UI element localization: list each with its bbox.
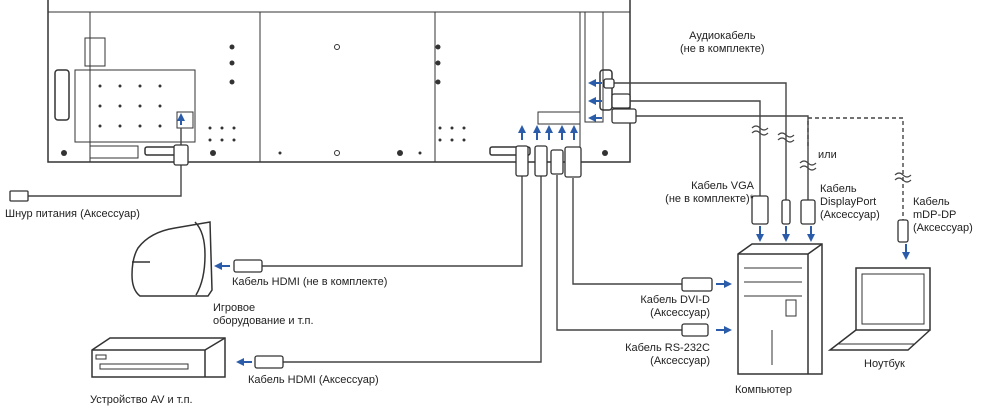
rs232c-plug-pc [681, 323, 709, 337]
power-plug-end [9, 190, 29, 202]
computer-tower [737, 243, 823, 375]
mdp-plug-notebook [897, 219, 909, 243]
vga-cable-label-line2: (не в комплекте)* [665, 193, 754, 205]
vga-cable-label: Кабель VGA (не в комплекте)* [630, 180, 754, 206]
power-plug [173, 144, 189, 166]
mdp-dp-cable-label-line2: mDP-DP [913, 209, 957, 221]
rs232c-plug-top [550, 149, 564, 175]
vga-plug-display [611, 93, 631, 109]
game-equipment-label-line1: Игровое [213, 302, 256, 314]
dvi-plug-pc [681, 277, 713, 292]
hdmi-plug-av [254, 355, 284, 369]
cable-breaks [751, 125, 912, 183]
displayport-cable-label: Кабель DisplayPort (Аксессуар) [820, 183, 880, 222]
panel-screws [61, 44, 608, 156]
vga-plug-pc [751, 195, 769, 225]
mdp-dp-cable-label: Кабель mDP-DP (Аксессуар) [913, 196, 973, 235]
rs232c-cable-label-line1: Кабель RS-232C [625, 342, 710, 354]
signal-arrows [177, 79, 910, 366]
rs232c-cable-label-line2: (Аксессуар) [650, 355, 710, 367]
notebook [827, 267, 931, 351]
displayport-cable-label-line1: Кабель [820, 183, 857, 195]
cables [28, 82, 904, 363]
mdp-dp-cable-label-line3: (Аксессуар) [913, 222, 973, 234]
audio-plug-pc [781, 199, 791, 225]
display-rear-panel [47, 0, 631, 163]
hdmi-plug-top-1 [515, 145, 529, 177]
av-device [91, 337, 226, 378]
hdmi-plug-game [233, 259, 263, 273]
computer-label: Компьютер [735, 384, 792, 396]
av-device-label: Устройство AV и т.п. [90, 394, 193, 406]
displayport-cable-label-line3: (Аксессуар) [820, 209, 880, 221]
audio-cable-label-line1: Аудиокабель [689, 30, 756, 42]
game-equipment-label: Игровое оборудование и т.п. [213, 302, 314, 328]
dvi-cable-label: Кабель DVI-D (Аксессуар) [590, 294, 710, 320]
displayport-cable-label-line2: DisplayPort [820, 196, 877, 208]
vga-cable-label-line1: Кабель VGA [691, 180, 754, 192]
dvi-cable-label-line1: Кабель DVI-D [640, 294, 710, 306]
dvi-plug-top [564, 146, 582, 178]
game-equipment-label-line2: оборудование и т.п. [213, 315, 314, 327]
dvi-cable-label-line2: (Аксессуар) [650, 307, 710, 319]
dp-plug-display [611, 108, 637, 124]
rs232c-cable-label: Кабель RS-232C (Аксессуар) [580, 342, 710, 368]
hdmi-cable-not-included-label: Кабель HDMI (не в комплекте) [232, 276, 388, 288]
hdmi-cable-accessory-label: Кабель HDMI (Аксессуар) [248, 374, 379, 386]
displayport-plug-pc [800, 199, 816, 225]
audio-plug-display [603, 78, 615, 89]
hdmi-plug-top-2 [534, 145, 548, 177]
mdp-dp-cable-label-line1: Кабель [913, 196, 950, 208]
audio-cable-label: Аудиокабель (не в комплекте) [680, 30, 765, 56]
game-console [131, 221, 213, 297]
audio-cable-label-line2: (не в комплекте) [680, 43, 765, 55]
cable-connectors [9, 78, 909, 369]
notebook-label: Ноутбук [864, 358, 905, 370]
power-cord-label: Шнур питания (Аксессуар) [5, 208, 140, 220]
or-label: или [818, 149, 837, 161]
